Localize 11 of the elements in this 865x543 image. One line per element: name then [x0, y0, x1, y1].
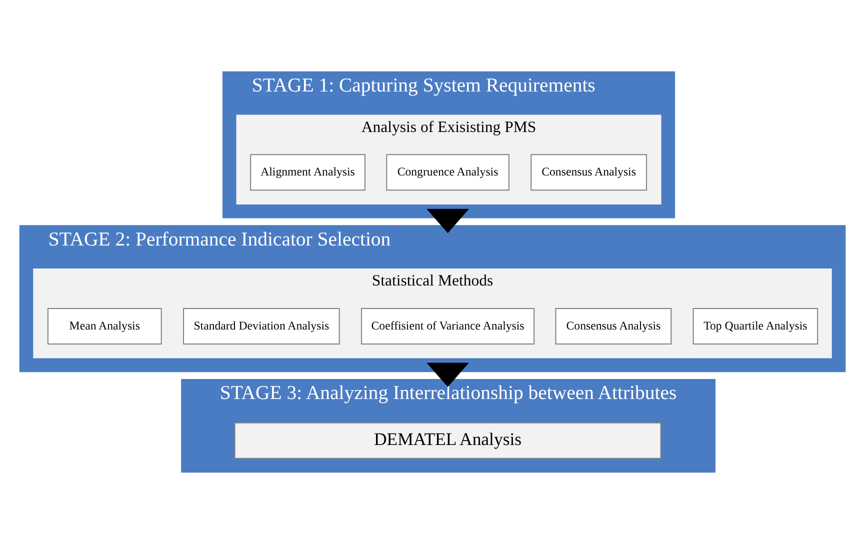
- arrow: [426, 208, 469, 233]
- node-box: Mean Analysis: [47, 308, 162, 344]
- node-box: Consensus Analysis: [555, 308, 672, 344]
- node-box: Consensus Analysis: [530, 154, 647, 190]
- arrow: [426, 362, 469, 386]
- node-box: DEMATEL Analysis: [234, 422, 662, 458]
- node-box: Alignment Analysis: [250, 154, 366, 190]
- node-box: Top Quartile Analysis: [692, 308, 818, 344]
- node-box: Coeffisient of Variance Analysis: [361, 308, 535, 344]
- node-box: Standard Deviation Analysis: [183, 308, 340, 344]
- node-box: Congruence Analysis: [386, 154, 510, 190]
